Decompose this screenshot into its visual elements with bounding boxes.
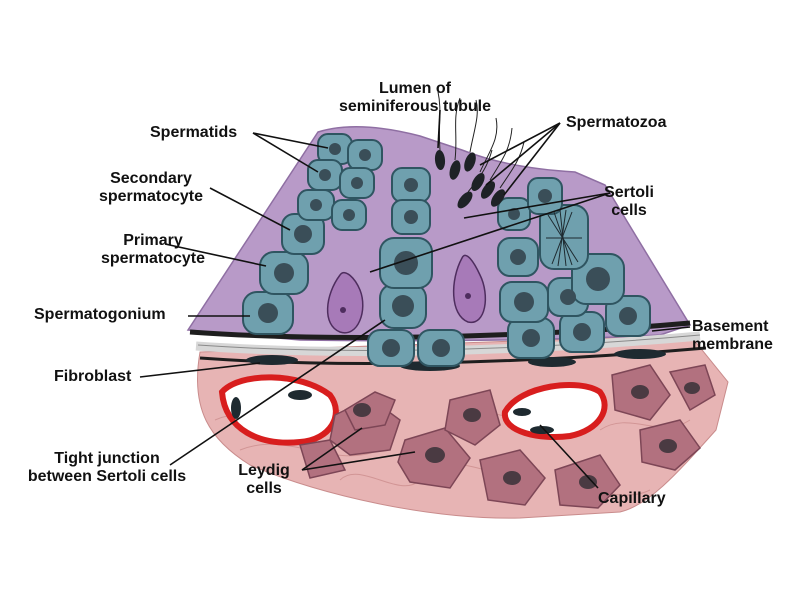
leydig-nuclei	[353, 382, 700, 489]
label-secondary-spermatocyte: Secondary spermatocyte	[98, 170, 204, 205]
label-spermatogonium: Spermatogonium	[34, 306, 166, 323]
label-sertoli-cells: Sertoli cells	[604, 184, 654, 219]
label-leydig-cells: Leydig cells	[238, 462, 290, 497]
label-spermatids: Spermatids	[150, 124, 238, 141]
label-spermatozoa: Spermatozoa	[566, 114, 667, 131]
dividing-cell-spindle	[546, 209, 582, 267]
label-primary-spermatocyte: Primary spermatocyte	[100, 232, 206, 267]
sertoli-nuclei	[326, 254, 487, 334]
label-tight-junction: Tight junction between Sertoli cells	[27, 450, 187, 485]
label-capillary: Capillary	[598, 490, 666, 507]
capillary-right	[501, 382, 608, 440]
spermatozoa	[434, 91, 525, 209]
spermatids	[297, 133, 563, 231]
label-lumen: Lumen of seminiferous tubule	[338, 80, 492, 115]
sertoli-nucleoli	[340, 293, 471, 313]
germ-cell-nuclei	[258, 143, 637, 357]
leader-lines	[139, 109, 691, 489]
label-basement-membrane: Basement membrane	[692, 318, 773, 353]
label-fibroblast: Fibroblast	[54, 368, 132, 385]
